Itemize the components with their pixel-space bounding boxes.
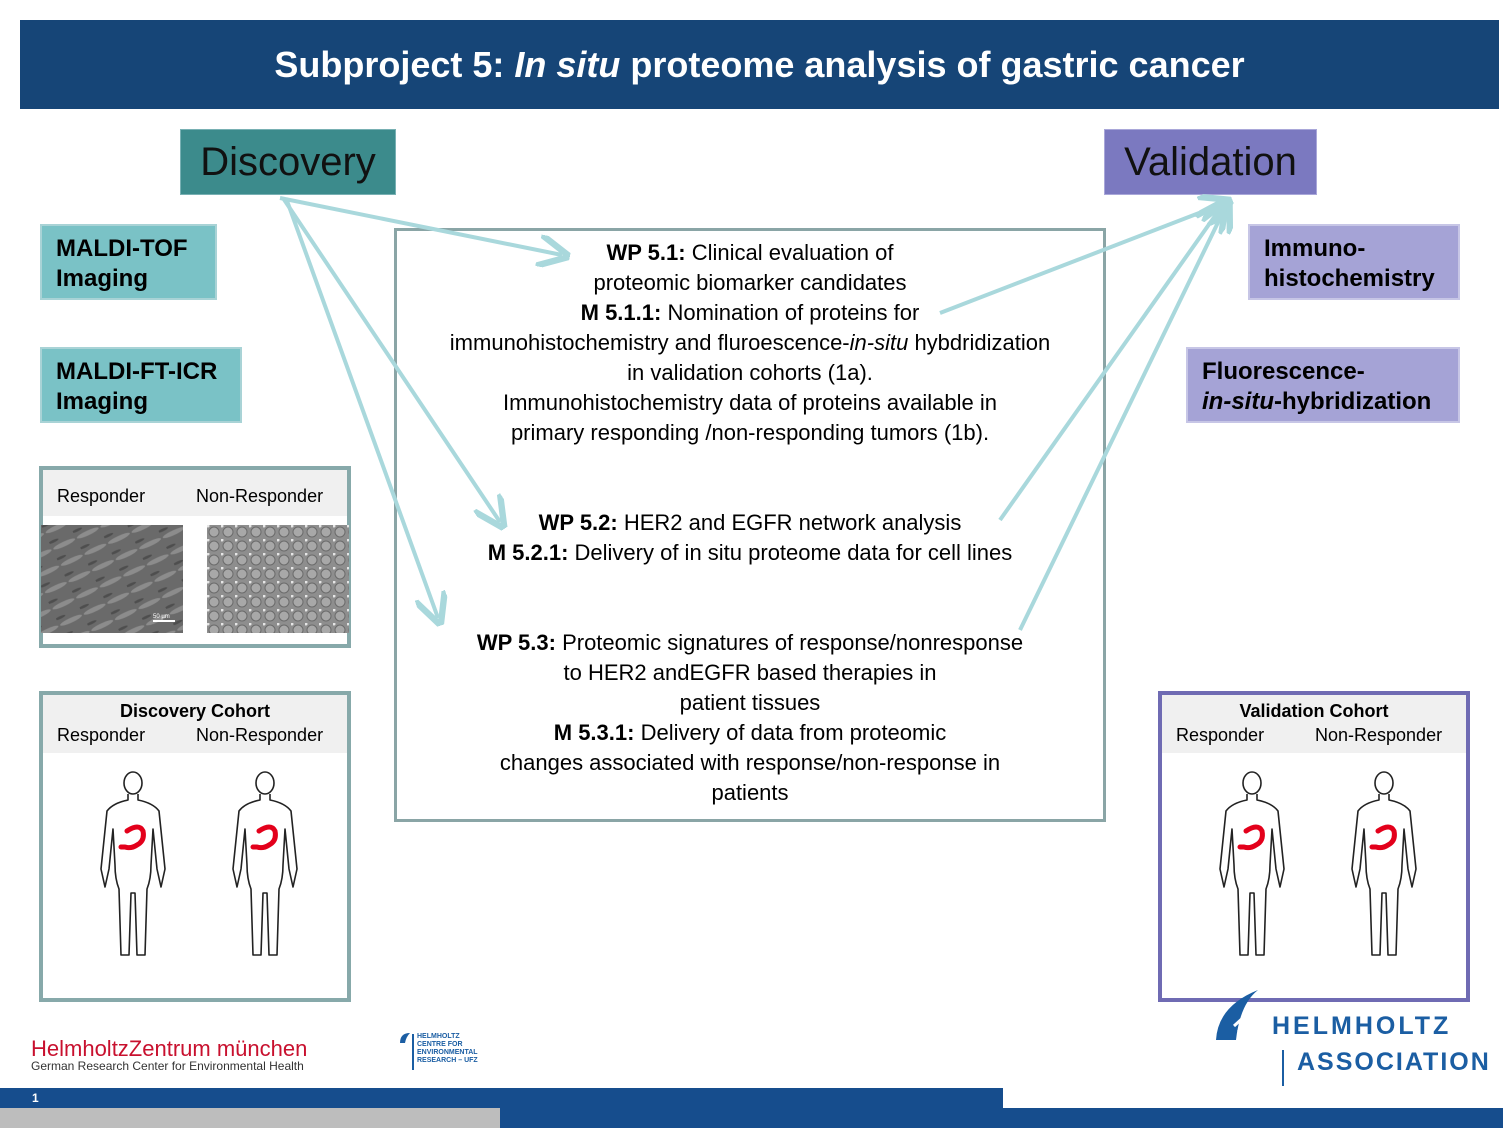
wp51-line1: WP 5.1: Clinical evaluation of	[606, 240, 894, 265]
wp53-line2: to HER2 andEGFR based therapies in	[563, 660, 937, 685]
maldi-ft-icr-line2: Imaging	[56, 388, 149, 415]
footer-bar-gray	[0, 1108, 500, 1128]
wp52-block: WP 5.2: HER2 and EGFR network analysis M…	[394, 508, 1106, 568]
helmholtz-line1: HELMHOLTZ	[1272, 1012, 1452, 1040]
ufz-text: HELMHOLTZ CENTRE FOR ENVIRONMENTAL RESEA…	[417, 1033, 478, 1064]
page-title: Subproject 5: In situ proteome analysis …	[274, 43, 1245, 85]
wp53-line3: patient tissues	[679, 690, 821, 715]
helmholtz-line2: ASSOCIATION	[1297, 1048, 1491, 1076]
hmgu-logo-name: HelmholtzZentrum münchen	[31, 1036, 308, 1061]
discovery-header: Discovery	[180, 129, 396, 195]
responder-cells-image: 50 µm	[41, 525, 183, 633]
wp53-line5: changes associated with response/non-res…	[499, 750, 1001, 775]
cell-lines-header: Responder Non-Responder	[43, 470, 347, 516]
ufz-logo: HELMHOLTZ CENTRE FOR ENVIRONMENTAL RESEA…	[398, 1031, 488, 1071]
validation-cohort-panel: Validation Cohort Responder Non-Responde…	[1158, 691, 1470, 1002]
footer-bar-top: 1	[0, 1088, 1003, 1108]
scale-bar-label: 50 µm	[153, 614, 170, 620]
m511-line: M 5.1.1: Nomination of proteins for	[580, 300, 920, 325]
discovery-cohort-header: Discovery Cohort Responder Non-Responder	[43, 695, 347, 753]
val-non-responder-label: Non-Responder	[1315, 725, 1443, 745]
body-figure-icon	[1212, 769, 1292, 959]
non-responder-label: Non-Responder	[196, 486, 324, 506]
cell-lines-panel: Responder Non-Responder 50 µm	[39, 466, 351, 648]
cohort-responder-label: Responder	[57, 725, 146, 745]
footer-bar-blue	[500, 1108, 1503, 1128]
responder-label: Responder	[57, 486, 146, 506]
body-figure-icon	[1344, 769, 1424, 959]
wp51-line2: proteomic biomarker candidates	[593, 270, 907, 295]
wp53-line6: patients	[711, 780, 789, 805]
maldi-tof-line2: Imaging	[56, 265, 149, 292]
wp53-block: WP 5.3: Proteomic signatures of response…	[394, 628, 1106, 808]
wp52-line1: WP 5.2: HER2 and EGFR network analysis	[538, 510, 962, 535]
immuno-line1: Immuno-	[1264, 235, 1366, 262]
cohort-non-responder-label: Non-Responder	[196, 725, 324, 745]
maldi-ft-icr-box: MALDI-FT-ICR Imaging	[40, 347, 242, 423]
helmholtz-logo: HELMHOLTZ ASSOCIATION	[1212, 986, 1492, 1086]
wp51-line7: primary responding /non-responding tumor…	[510, 420, 990, 445]
m521-line: M 5.2.1: Delivery of in situ proteome da…	[487, 540, 1013, 565]
page-number: 1	[32, 1091, 39, 1105]
fish-line2: in-situ-hybridization	[1202, 388, 1432, 415]
body-figure-icon	[225, 769, 305, 959]
validation-cohort-title: Validation Cohort	[1239, 701, 1389, 721]
wp51-line6: Immunohistochemistry data of proteins av…	[502, 390, 998, 415]
non-responder-cells-image	[207, 525, 349, 633]
wp51-line4: immunohistochemistry and fluroescence-in…	[449, 330, 1051, 355]
maldi-ft-icr-line1: MALDI-FT-ICR	[56, 358, 218, 385]
helmholtz-mark-icon	[1216, 990, 1261, 1040]
fish-line1: Fluorescence-	[1202, 358, 1365, 385]
discovery-cohort-title: Discovery Cohort	[119, 701, 271, 721]
wp51-line5: in validation cohorts (1a).	[627, 360, 873, 385]
discovery-cohort-panel: Discovery Cohort Responder Non-Responder	[39, 691, 351, 1002]
val-responder-label: Responder	[1176, 725, 1265, 745]
ufz-mark-icon	[400, 1033, 410, 1043]
immuno-line2: histochemistry	[1264, 265, 1435, 292]
validation-cohort-header: Validation Cohort Responder Non-Responde…	[1162, 695, 1466, 753]
title-bar: Subproject 5: In situ proteome analysis …	[20, 20, 1499, 109]
maldi-tof-line1: MALDI-TOF	[56, 235, 188, 262]
validation-header: Validation	[1104, 129, 1317, 195]
wp51-block: WP 5.1: Clinical evaluation of proteomic…	[394, 238, 1106, 448]
hmgu-logo-subtitle: German Research Center for Environmental…	[31, 1059, 304, 1073]
wp53-line1: WP 5.3: Proteomic signatures of response…	[476, 630, 1024, 655]
immunohistochemistry-box: Immuno- histochemistry	[1248, 224, 1460, 300]
body-figure-icon	[93, 769, 173, 959]
m531-line: M 5.3.1: Delivery of data from proteomic	[553, 720, 947, 745]
fish-box: Fluorescence- in-situ-hybridization	[1186, 347, 1460, 423]
work-packages-box	[394, 228, 1106, 822]
maldi-tof-box: MALDI-TOF Imaging	[40, 224, 217, 300]
